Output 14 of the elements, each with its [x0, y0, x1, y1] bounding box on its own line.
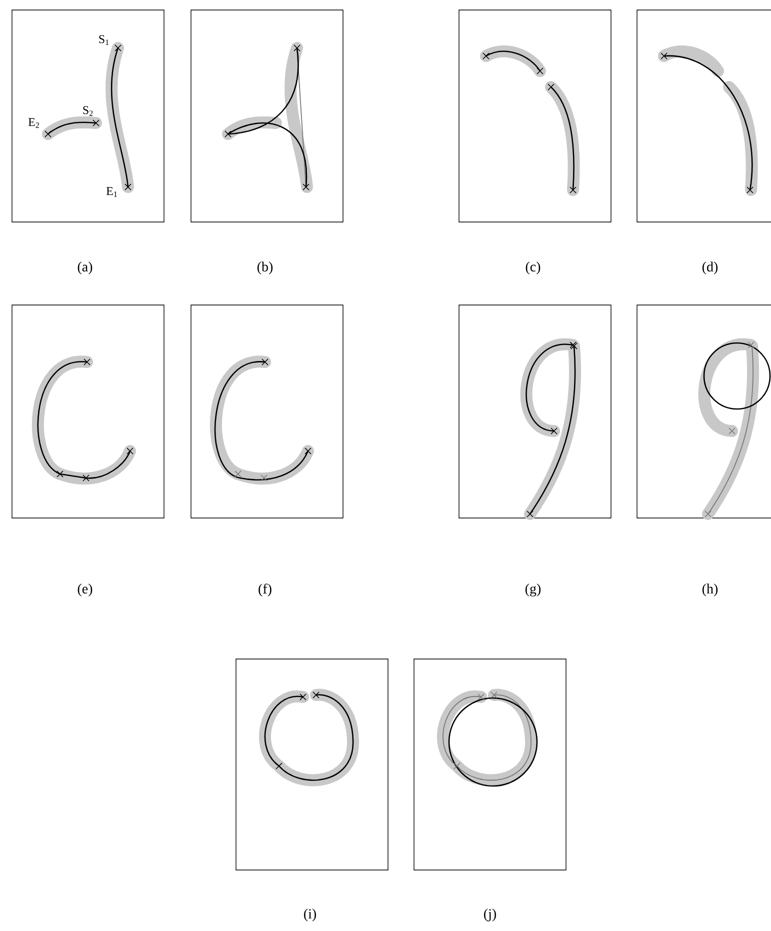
point-label: S$_{1}$ — [99, 35, 109, 45]
panel-label: (e) — [78, 584, 92, 596]
panel-label: (a) — [78, 262, 92, 274]
panel-label: (f) — [258, 584, 272, 596]
point-label: E$_{1}$ — [106, 187, 117, 197]
panel-label: (b) — [257, 262, 273, 274]
point-label: E$_{2}$ — [28, 118, 39, 128]
panel-label: (h) — [702, 584, 718, 596]
panel-label: (c) — [526, 262, 540, 274]
point-label: S$_{2}$ — [83, 106, 93, 116]
panel-label: (i) — [304, 908, 316, 922]
panel-label: (d) — [702, 262, 718, 274]
panel-label: (g) — [525, 584, 541, 596]
panel-label: (j) — [484, 908, 496, 922]
